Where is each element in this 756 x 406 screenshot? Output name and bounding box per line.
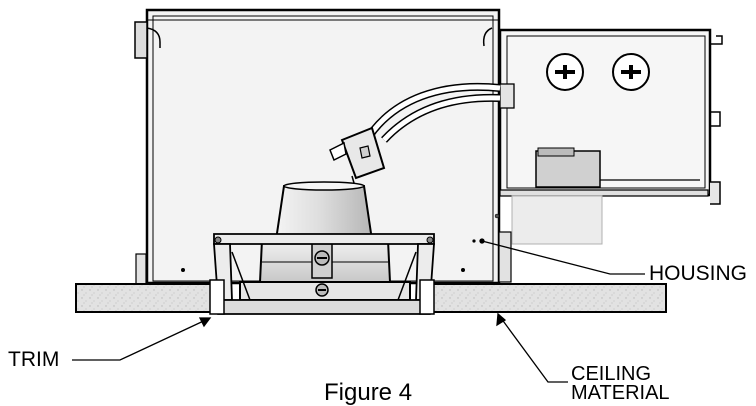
socket-wire: [329, 82, 501, 193]
ceiling-material-label: CEILING MATERIAL: [571, 363, 670, 404]
junction-box: [498, 28, 723, 245]
ceiling-label-line1: CEILING: [571, 363, 652, 385]
lamp-assembly: [239, 181, 411, 301]
ceiling-material: [75, 279, 667, 315]
housing-label: HOUSING: [649, 262, 748, 285]
trim-label: TRIM: [8, 348, 60, 371]
leader-lines: [72, 238, 645, 383]
figure-caption: Figure 4: [324, 379, 413, 406]
ceiling-label-line2: MATERIAL: [571, 382, 670, 404]
